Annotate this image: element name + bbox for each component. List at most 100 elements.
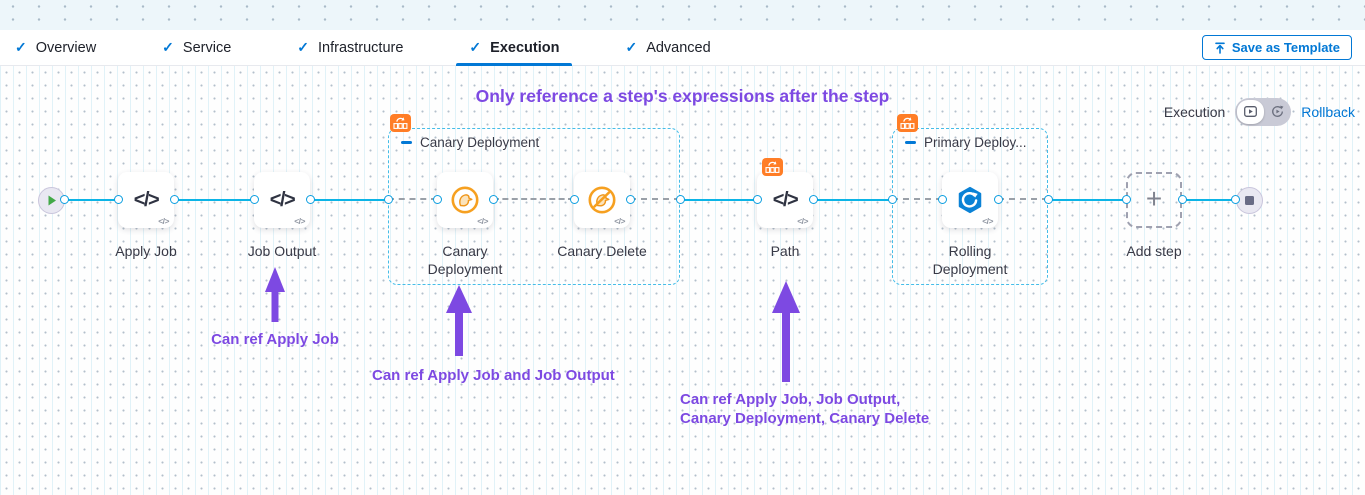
connector-port[interactable]	[753, 195, 762, 204]
annotation-arrow-up	[265, 267, 285, 322]
step-canary-delete[interactable]: </>	[574, 172, 630, 228]
canvas-top-strip	[0, 0, 1365, 30]
code-mini-icon: </>	[477, 216, 488, 226]
connector-port[interactable]	[250, 195, 259, 204]
annotation-label: Can ref Apply Job	[211, 331, 339, 348]
connector-port[interactable]	[306, 195, 315, 204]
add-step-label: Add step	[1126, 243, 1182, 259]
check-icon: ✓	[297, 39, 309, 55]
step-label: Canary Deployment	[427, 243, 503, 277]
connector-port[interactable]	[384, 195, 393, 204]
code-icon: </>	[772, 188, 799, 211]
tab-label: Infrastructure	[318, 39, 404, 56]
rollback-view-toggle[interactable]	[1264, 100, 1291, 124]
tab-label: Service	[182, 39, 232, 56]
tab-execution[interactable]: ✓ Execution	[456, 30, 573, 66]
save-as-template-button[interactable]: Save as Template	[1201, 35, 1352, 60]
step-apply-job[interactable]: </> </>	[118, 172, 174, 228]
rolling-update-badge-icon	[897, 114, 918, 132]
group-header: Primary Deploy...	[905, 135, 1027, 150]
upload-icon	[1215, 42, 1225, 54]
code-icon: </>	[269, 188, 296, 211]
pipeline-canvas[interactable]: Only reference a step's expressions afte…	[0, 66, 1365, 495]
step-label: Canary Delete	[557, 243, 647, 259]
connector-port[interactable]	[114, 195, 123, 204]
connector-port[interactable]	[809, 195, 818, 204]
step-job-output[interactable]: </> </>	[254, 172, 310, 228]
rolling-update-badge-icon	[390, 114, 411, 132]
tab-label: Advanced	[646, 39, 711, 56]
connector-port[interactable]	[1122, 195, 1131, 204]
step-canary-deployment[interactable]: </>	[437, 172, 493, 228]
step-label: Apply Job	[115, 243, 177, 259]
connector-port[interactable]	[570, 195, 579, 204]
step-label: Job Output	[247, 243, 317, 259]
connector-line-dashed	[388, 198, 437, 200]
check-icon: ✓	[469, 39, 482, 55]
connector-port[interactable]	[1178, 195, 1187, 204]
connector-port[interactable]	[1044, 195, 1053, 204]
collapse-icon[interactable]	[905, 141, 916, 144]
connector-port[interactable]	[626, 195, 635, 204]
step-path[interactable]: </> </>	[757, 172, 813, 228]
group-header: Canary Deployment	[401, 135, 539, 150]
connector-port[interactable]	[994, 195, 1003, 204]
annotation-arrow-up	[772, 281, 800, 382]
collapse-icon[interactable]	[401, 141, 412, 144]
connector-line-dashed	[493, 198, 574, 200]
tab-overview[interactable]: ✓ Overview	[2, 30, 109, 65]
rollback-link[interactable]: Rollback	[1301, 103, 1355, 120]
connector-port[interactable]	[1231, 195, 1240, 204]
connector-line-dashed	[998, 198, 1048, 200]
execution-view-toggle[interactable]	[1237, 99, 1265, 124]
connector-line-dashed	[630, 198, 680, 200]
code-mini-icon: </>	[158, 216, 169, 226]
connector-line	[174, 199, 254, 201]
tab-advanced[interactable]: ✓ Advanced	[612, 30, 723, 65]
tab-label: Execution	[490, 39, 560, 56]
code-mini-icon: </>	[614, 216, 625, 226]
check-icon: ✓	[15, 39, 27, 55]
annotation-title: Only reference a step's expressions afte…	[475, 86, 890, 106]
pipeline-end-node	[1236, 187, 1263, 214]
annotation-label: Can ref Apply Job, Job Output, Canary De…	[680, 391, 930, 427]
execution-rollback-toggle[interactable]	[1235, 97, 1292, 126]
connector-port[interactable]	[676, 195, 685, 204]
connector-line	[1048, 199, 1126, 201]
tab-infrastructure[interactable]: ✓ Infrastructure	[284, 30, 416, 65]
connector-line	[310, 199, 388, 201]
execution-view-icon	[1244, 106, 1258, 117]
group-label: Canary Deployment	[420, 135, 540, 150]
play-icon	[48, 195, 56, 206]
annotation-label: Can ref Apply Job and Job Output	[372, 367, 615, 384]
connector-port[interactable]	[60, 195, 69, 204]
add-step-button[interactable]: +	[1126, 172, 1182, 228]
code-mini-icon: </>	[982, 216, 993, 226]
canary-deployment-icon	[451, 186, 479, 214]
connector-port[interactable]	[489, 195, 498, 204]
step-label: Path	[770, 243, 800, 259]
canary-delete-icon	[588, 186, 616, 214]
connector-line	[680, 199, 757, 201]
step-label: Rolling Deployment	[932, 243, 1008, 277]
connector-port[interactable]	[938, 195, 947, 204]
connector-line	[1182, 199, 1235, 201]
check-icon: ✓	[625, 39, 638, 55]
connector-line	[813, 199, 892, 201]
tab-service[interactable]: ✓ Service	[149, 30, 244, 65]
connector-line-dashed	[892, 198, 942, 200]
connector-port[interactable]	[888, 195, 897, 204]
step-group-canary-deployment: Canary Deployment	[388, 128, 680, 285]
rolling-deployment-icon	[958, 186, 982, 214]
connector-line	[64, 199, 118, 201]
rolling-update-badge-icon	[762, 158, 783, 176]
tab-label: Overview	[35, 39, 97, 56]
connector-port[interactable]	[170, 195, 179, 204]
mode-row: Execution Rollback	[1164, 97, 1355, 126]
step-rolling-deployment[interactable]: </>	[942, 172, 998, 228]
connector-port[interactable]	[433, 195, 442, 204]
code-mini-icon: </>	[797, 216, 808, 226]
save-as-template-label: Save as Template	[1231, 40, 1340, 55]
execution-mode-label: Execution	[1163, 103, 1226, 120]
code-icon: </>	[133, 188, 160, 211]
